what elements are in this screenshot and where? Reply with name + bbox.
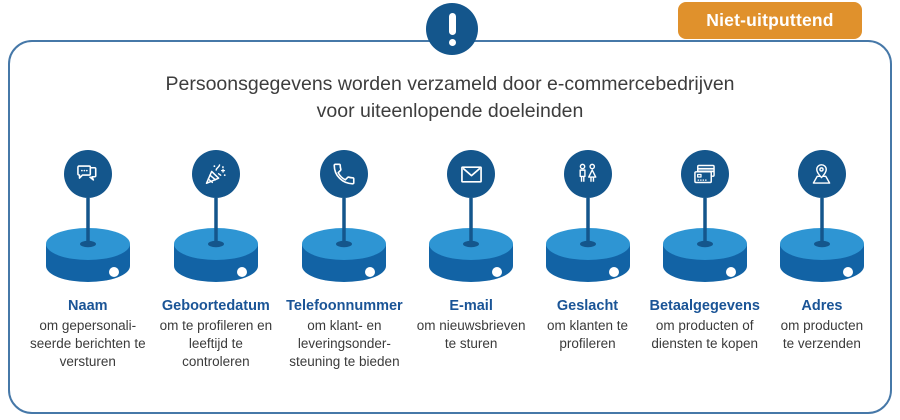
column-label: Naam (68, 298, 108, 314)
column-label: Geslacht (556, 298, 619, 314)
column-label: Telefoonnummer (286, 298, 403, 314)
database-cylinder (45, 198, 130, 282)
exclamation-dot (448, 39, 456, 46)
database-cylinder (302, 198, 387, 282)
page-title: Persoonsgegevens worden verzameld door e… (165, 73, 735, 122)
phone-icon (320, 150, 369, 198)
database-cylinder (429, 198, 514, 282)
column-label: Betaalgegevens (649, 298, 760, 314)
database-cylinder (779, 198, 864, 282)
status-badge: Niet-uitputtend (678, 2, 862, 39)
chat-icon (63, 150, 112, 198)
column-label: Geboortedatum (161, 298, 270, 314)
column-label: Adres (801, 298, 843, 314)
party-popper-icon (191, 150, 240, 198)
map-pin-icon (797, 150, 846, 198)
exclamation-bar (448, 13, 456, 35)
envelope-icon (447, 150, 496, 198)
database-cylinder (173, 198, 258, 282)
gender-icon (563, 150, 612, 198)
column-label: E-mail (449, 298, 493, 314)
cards-icon (680, 150, 729, 198)
database-cylinder (545, 198, 630, 282)
exclamation-icon (426, 3, 478, 55)
database-cylinder (662, 198, 747, 282)
main-panel (8, 40, 892, 414)
